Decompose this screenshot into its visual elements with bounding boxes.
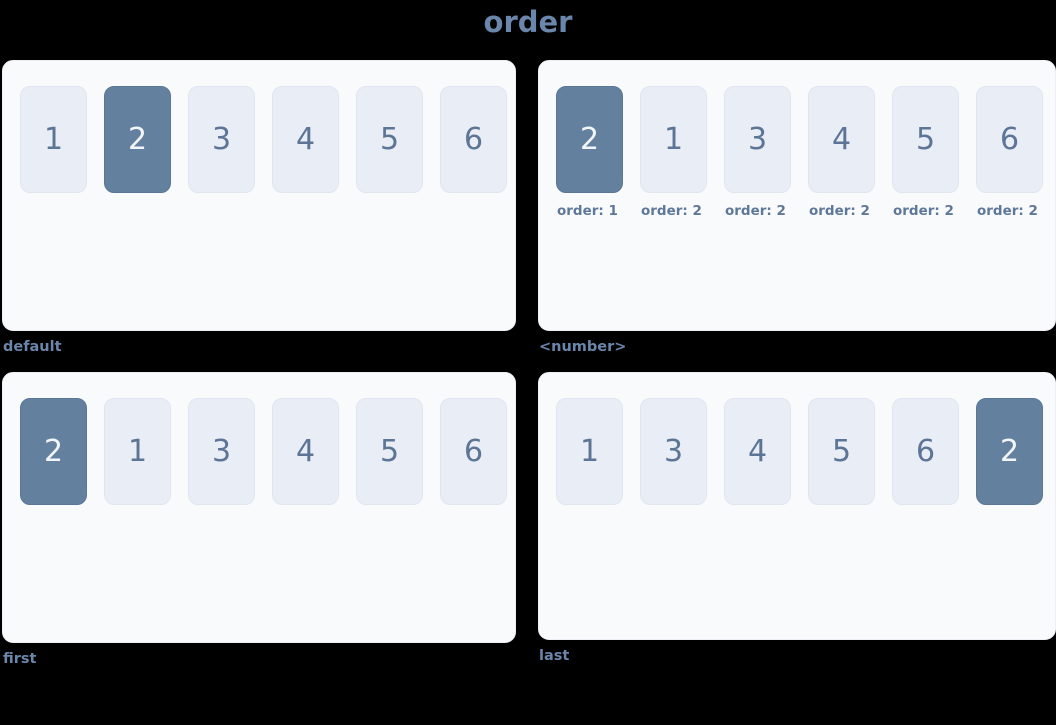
flex-item-order-label: order: 2 [725,203,786,219]
flex-item-wrapper: 3 [188,86,255,193]
flex-item[interactable]: 3 [188,86,255,193]
flex-item-wrapper: 6 [892,398,959,505]
flex-item-wrapper: 6 order: 2 [976,86,1043,219]
flex-item-wrapper: 5 [808,398,875,505]
flex-item-wrapper: 5 order: 2 [892,86,959,219]
flex-item-wrapper: 6 [440,86,507,193]
flex-item-active[interactable]: 2 [20,398,87,505]
flex-item-wrapper: 4 order: 2 [808,86,875,219]
flex-item[interactable]: 1 [556,398,623,505]
flex-item-wrapper: 2 [20,398,87,505]
demo-block-number: 2 order: 1 1 order: 2 3 order: 2 4 order: 2 5 ord… [538,60,1056,357]
flex-item[interactable]: 1 [104,398,171,505]
flex-item[interactable]: 3 [640,398,707,505]
flex-item-wrapper: 1 [104,398,171,505]
flex-item-order-label: order: 2 [893,203,954,219]
flex-item[interactable]: 4 [272,398,339,505]
flex-item-wrapper: 4 [724,398,791,505]
flex-item-wrapper: 3 [188,398,255,505]
flex-item[interactable]: 4 [724,398,791,505]
flex-item[interactable]: 1 [640,86,707,193]
flex-item-active[interactable]: 2 [976,398,1043,505]
caption-default: default [3,339,62,355]
flex-item[interactable]: 6 [976,86,1043,193]
caption-number: <number> [539,339,627,355]
flex-item-wrapper: 4 [272,86,339,193]
flex-container-number: 2 order: 1 1 order: 2 3 order: 2 4 order: 2 5 ord… [538,60,1056,331]
flex-item[interactable]: 5 [892,86,959,193]
flex-item-wrapper: 1 [20,86,87,193]
flex-item-wrapper: 1 [556,398,623,505]
flex-item-wrapper: 2 [104,86,171,193]
flex-item-order-label: order: 2 [641,203,702,219]
flex-item-wrapper: 5 [356,86,423,193]
flex-item-wrapper: 2 [976,398,1043,505]
flex-item[interactable]: 5 [808,398,875,505]
flex-item[interactable]: 4 [272,86,339,193]
flex-item-wrapper: 3 [640,398,707,505]
flex-item-order-label: order: 1 [557,203,618,219]
flex-item[interactable]: 1 [20,86,87,193]
flex-item[interactable]: 4 [808,86,875,193]
flex-item[interactable]: 6 [892,398,959,505]
flex-item-wrapper: 4 [272,398,339,505]
flex-item-wrapper: 2 order: 1 [556,86,623,219]
caption-first: first [3,651,37,667]
flex-item[interactable]: 6 [440,398,507,505]
flex-item-active[interactable]: 2 [556,86,623,193]
flex-item-wrapper: 1 order: 2 [640,86,707,219]
flex-item-wrapper: 3 order: 2 [724,86,791,219]
flex-item[interactable]: 3 [724,86,791,193]
flex-item-order-label: order: 2 [977,203,1038,219]
page-title: order [483,5,573,39]
flex-item[interactable]: 6 [440,86,507,193]
flex-item-wrapper: 6 [440,398,507,505]
flex-item-active[interactable]: 2 [104,86,171,193]
flex-item-wrapper: 5 [356,398,423,505]
flex-item-order-label: order: 2 [809,203,870,219]
flex-item[interactable]: 3 [188,398,255,505]
flex-item[interactable]: 5 [356,86,423,193]
flex-item[interactable]: 5 [356,398,423,505]
caption-last: last [539,648,570,664]
